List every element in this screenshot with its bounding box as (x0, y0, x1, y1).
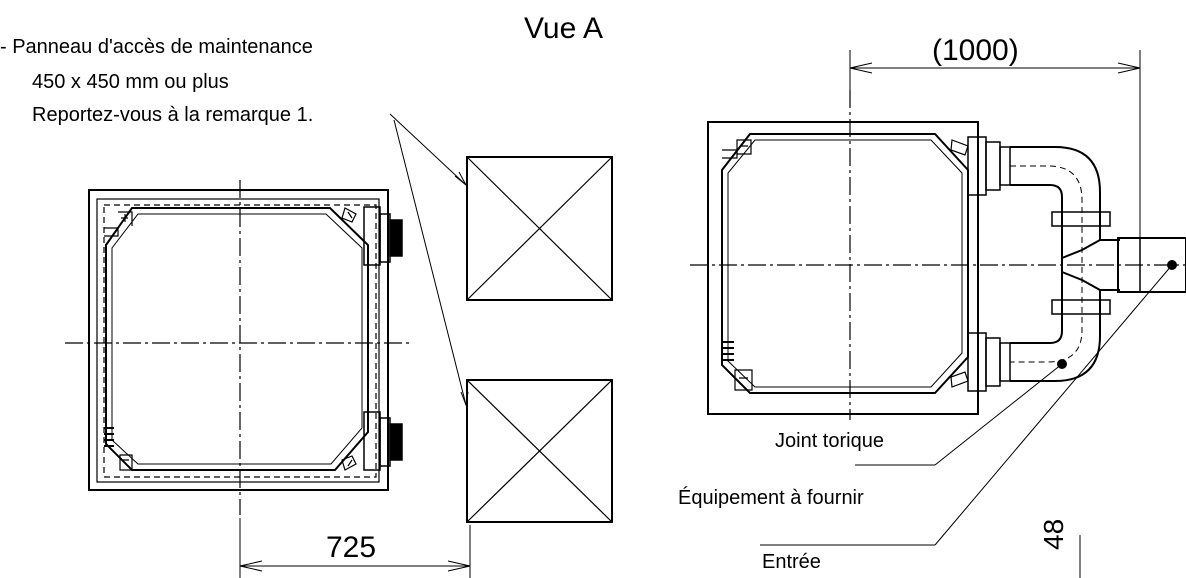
o-ring-label: Joint torique (775, 430, 884, 452)
right-unit-outline (707, 121, 979, 415)
dimension-725-label: 725 (326, 531, 377, 564)
right-centerlines (690, 90, 1186, 420)
right-corner-fittings (722, 139, 969, 391)
dimension-48-label: 48 (1038, 518, 1069, 550)
note-leader-lines (389, 113, 469, 407)
access-size-label: 450 x 450 mm ou plus (32, 71, 229, 93)
inlet-label: Entrée (762, 551, 821, 573)
u-pipe-assembly (1010, 146, 1186, 382)
dimension-725 (239, 518, 471, 578)
note-ref-label: Reportez-vous à la remarque 1. (32, 104, 314, 126)
left-centerlines (65, 180, 410, 515)
right-leaders (760, 264, 1173, 546)
pipe-centerline (1010, 165, 1083, 363)
view-title: Vue A (524, 12, 603, 45)
field-supply-label: Équipement à fournir (678, 487, 864, 509)
access-panel-top (466, 156, 613, 301)
dimension-1000-label: (1000) (932, 34, 1019, 67)
left-unit-outline (88, 189, 389, 491)
left-unit-nozzles (363, 206, 403, 471)
access-panel-label: - Panneau d'accès de maintenance (0, 36, 313, 58)
access-panel-bottom (466, 379, 613, 523)
dimension-1000 (849, 50, 1141, 238)
right-unit-nozzles (967, 136, 1011, 392)
left-corner-fittings (104, 207, 357, 471)
